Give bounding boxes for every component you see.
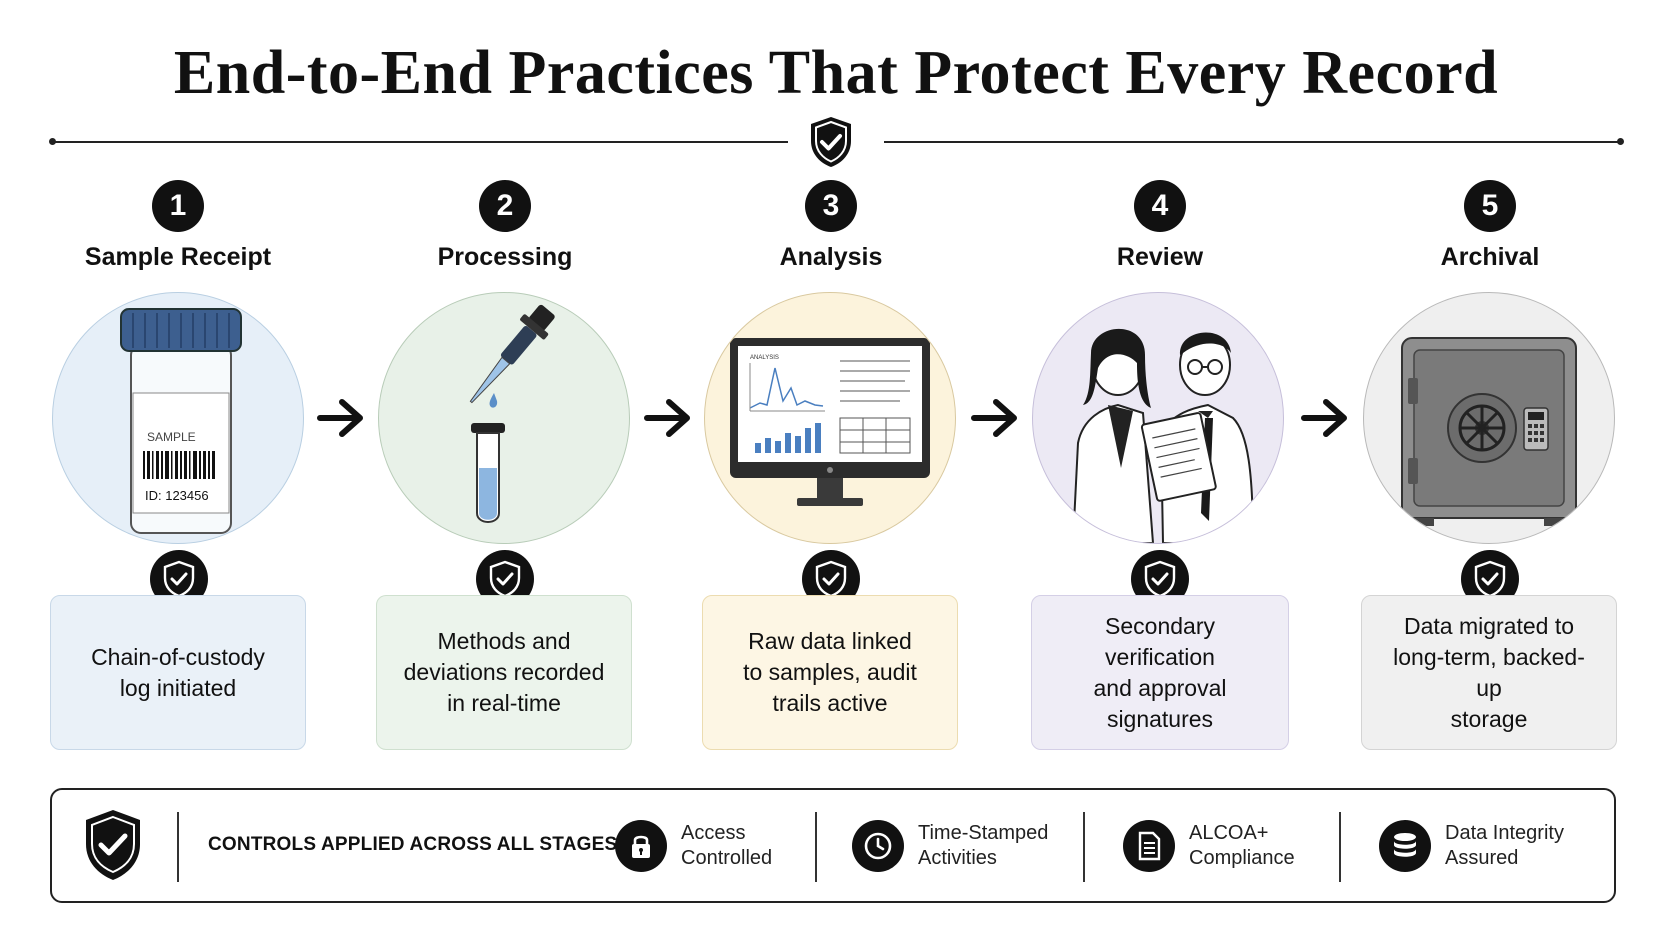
jar-id-text: ID: 123456 xyxy=(145,488,209,503)
step-desc-line: Chain-of-custody xyxy=(91,643,265,670)
step-desc-line: Raw data linked xyxy=(748,628,912,654)
control-line: Controlled xyxy=(681,847,773,869)
step-desc-line: in real-time xyxy=(447,690,561,716)
monitor-icon: ANALYSIS xyxy=(730,338,930,506)
rule-dot-right xyxy=(1617,138,1624,145)
page-title: End-to-End Practices That Protect Every … xyxy=(173,39,1499,107)
analysis-illustration: ANALYSIS xyxy=(704,292,956,544)
clock-icon xyxy=(852,820,904,872)
title-rule-left xyxy=(52,141,788,143)
step-label-1: Sample Receipt xyxy=(84,243,272,271)
step-desc-line: storage xyxy=(1450,705,1528,732)
step-label-3: Analysis xyxy=(779,243,883,271)
title-rule-right xyxy=(884,141,1620,143)
control-line: Access xyxy=(681,822,746,844)
step-number-2: 2 xyxy=(479,180,531,232)
step-number-1: 1 xyxy=(152,180,204,232)
step-card-4: Secondary verification and approval signat… xyxy=(1031,595,1289,750)
arrow-right-icon xyxy=(317,399,363,437)
reviewers-icon xyxy=(1071,328,1255,543)
review-illustration xyxy=(1032,292,1284,544)
sample-jar-icon: SAMPLE ID: 123456 xyxy=(120,308,242,534)
database-icon xyxy=(1379,820,1431,872)
safe-icon xyxy=(1401,337,1577,526)
rule-dot-left xyxy=(49,138,56,145)
shield-check-icon xyxy=(86,810,140,880)
control-alcoa: ALCOA+ Compliance xyxy=(1123,818,1329,874)
step-desc-line: Secondary verification xyxy=(1105,612,1215,670)
divider xyxy=(815,812,817,882)
document-icon xyxy=(1123,820,1175,872)
step-desc-line: signatures xyxy=(1106,705,1214,732)
step-card-3: Raw data linked to samples, audit trails a… xyxy=(702,595,958,750)
control-line: Data Integrity xyxy=(1445,822,1564,844)
step-desc-line: Methods and xyxy=(437,628,571,654)
step-card-1: Chain-of-custody log initiated xyxy=(50,595,306,750)
pipette-test-tube-icon xyxy=(469,304,555,523)
archival-illustration xyxy=(1363,292,1615,544)
step-number-5: 5 xyxy=(1464,180,1516,232)
divider xyxy=(1083,812,1085,882)
step-label-5: Archival xyxy=(1440,243,1540,271)
arrow-right-icon xyxy=(971,399,1017,437)
divider xyxy=(177,812,179,882)
jar-label-text: SAMPLE xyxy=(147,430,196,444)
step-number-4: 4 xyxy=(1134,180,1186,232)
step-card-5: Data migrated to long-term, backed-up stor… xyxy=(1361,595,1617,750)
arrow-right-icon xyxy=(1301,399,1347,437)
divider xyxy=(1339,812,1341,882)
lock-icon xyxy=(615,820,667,872)
control-line: Time-Stamped xyxy=(918,822,1049,844)
shield-check-icon xyxy=(811,117,851,167)
control-line: Activities xyxy=(918,847,997,869)
control-line: ALCOA+ xyxy=(1189,822,1269,844)
step-desc-line: trails active xyxy=(772,690,888,716)
step-desc-line: to samples, audit xyxy=(743,659,917,685)
arrow-right-icon xyxy=(644,399,690,437)
step-desc-line: deviations recorded xyxy=(403,659,605,685)
control-line: Compliance xyxy=(1189,847,1295,869)
sample-illustration: SAMPLE ID: 123456 xyxy=(52,292,304,544)
processing-illustration xyxy=(378,292,630,544)
controls-title: CONTROLS APPLIED ACROSS ALL STAGES: xyxy=(208,834,624,855)
monitor-header-text: ANALYSIS xyxy=(750,355,779,361)
step-number-3: 3 xyxy=(805,180,857,232)
step-card-2: Methods and deviations recorded in real-ti… xyxy=(376,595,632,750)
step-desc-line: Data migrated to xyxy=(1403,612,1575,639)
control-line: Assured xyxy=(1445,847,1519,869)
step-desc-line: log initiated xyxy=(119,674,237,701)
step-label-2: Processing xyxy=(437,243,573,271)
step-desc-line: long-term, backed-up xyxy=(1393,643,1585,701)
step-label-4: Review xyxy=(1116,243,1204,271)
step-desc-line: and approval xyxy=(1093,674,1227,701)
controls-bar: CONTROLS APPLIED ACROSS ALL STAGES: Acce… xyxy=(50,788,1616,903)
